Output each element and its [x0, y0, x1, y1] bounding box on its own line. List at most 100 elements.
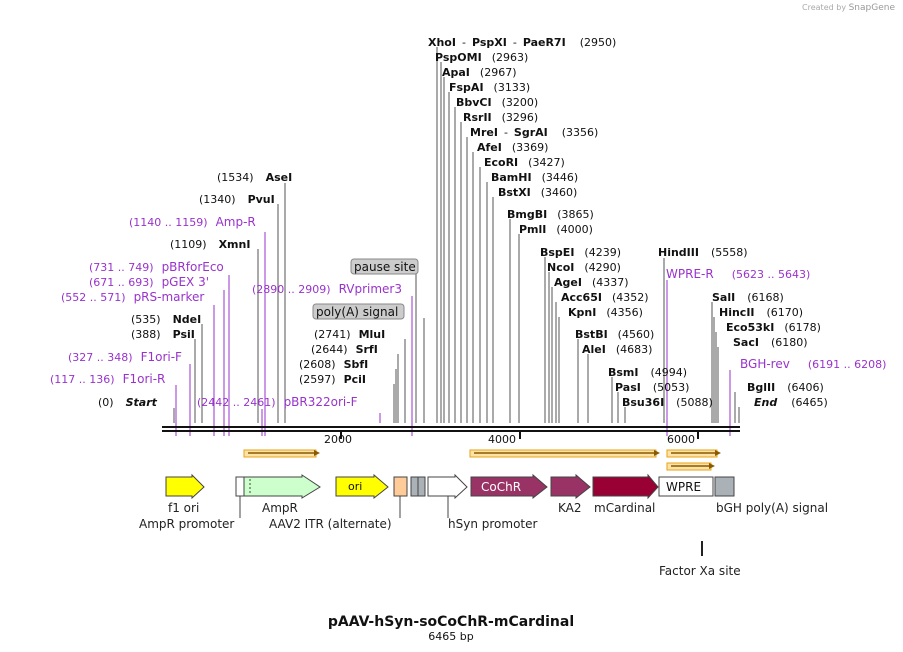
primer-connectors	[175, 232, 731, 436]
feature-ampr-promoter[interactable]	[235, 476, 245, 497]
primer-label[interactable]: (671 .. 693)pGEX 3'	[89, 275, 209, 289]
site-label[interactable]: FspAI(3133)	[449, 81, 530, 94]
plasmid-length: 6465 bp	[428, 630, 473, 643]
site-label[interactable]: Eco53kI(6178)	[726, 321, 821, 334]
feature-ka2[interactable]	[550, 473, 591, 500]
primer-label[interactable]: (2890 .. 2909)RVprimer3	[252, 282, 402, 296]
feature-label: AmpR promoter	[139, 517, 234, 531]
primer-label[interactable]: (1140 .. 1159)Amp-R	[129, 215, 256, 229]
site-label[interactable]: PasI(5053)	[615, 381, 689, 394]
ruler: 2000 4000 6000	[324, 432, 699, 446]
primer-label[interactable]: (2442 .. 2461)pBR322ori-F	[197, 395, 358, 409]
site-label[interactable]: SalI(6168)	[712, 291, 784, 304]
feature-aav2-itr[interactable]	[393, 476, 408, 497]
site-label[interactable]: Acc65I(4352)	[561, 291, 649, 304]
feature-leaders	[239, 496, 449, 518]
primer-label[interactable]: BGH-rev(6191 .. 6208)	[740, 357, 886, 371]
site-label[interactable]: (535)NdeI	[131, 313, 201, 326]
feature-label: AmpR	[262, 501, 298, 515]
backbone	[162, 426, 740, 432]
primer-arrow	[666, 462, 715, 471]
feature-label: f1 ori	[168, 501, 199, 515]
site-label[interactable]: BbvCI(3200)	[456, 96, 538, 109]
site-label[interactable]: AfeI(3369)	[477, 141, 548, 154]
feature-label: KA2	[558, 501, 582, 515]
feature-label-wpre: WPRE	[666, 480, 701, 494]
feature-hsyn-promoter[interactable]	[427, 473, 468, 500]
site-label[interactable]: Bsu36I(5088)	[622, 396, 713, 409]
feature-labels: f1 ori AmpR promoter AmpR AAV2 ITR (alte…	[139, 501, 828, 578]
site-label[interactable]: SacI(6180)	[733, 336, 808, 349]
ruler-tick-label: 6000	[667, 433, 695, 446]
feature-f1-ori[interactable]	[165, 473, 205, 500]
primer-arrow	[469, 449, 660, 458]
ruler-tick-label: 2000	[324, 433, 352, 446]
feature-bgh-polya[interactable]	[714, 476, 735, 497]
features-track: ori CoChR WPRE	[165, 473, 735, 556]
site-label[interactable]: BglII(6406)	[747, 381, 824, 394]
site-label[interactable]: (0)Start	[98, 396, 158, 409]
site-label[interactable]: AleI(4683)	[582, 343, 652, 356]
feature-cochr[interactable]	[470, 473, 548, 500]
primer-label[interactable]: (117 .. 136)F1ori-R	[50, 372, 165, 386]
site-label[interactable]: KpnI(4356)	[568, 306, 643, 319]
site-label[interactable]: (2608)SbfI	[299, 358, 368, 371]
feature-factor-xa-site[interactable]	[701, 541, 703, 556]
primer-label[interactable]: (327 .. 348)F1ori-F	[68, 350, 182, 364]
primer-arrows	[243, 449, 721, 471]
site-label[interactable]: BspEI(4239)	[540, 246, 621, 259]
feature-label: mCardinal	[594, 501, 655, 515]
primer-label[interactable]: WPRE-R(5623 .. 5643)	[666, 267, 810, 281]
primer-label[interactable]: (552 .. 571)pRS-marker	[61, 290, 204, 304]
site-label[interactable]: HindIII(5558)	[658, 246, 748, 259]
site-label[interactable]: XhoI-PspXI-PaeR7I(2950)	[428, 36, 616, 49]
feature-label-cochr: CoChR	[481, 480, 521, 494]
site-label[interactable]: BsmI(4994)	[608, 366, 687, 379]
site-label[interactable]: BmgBI(3865)	[507, 208, 594, 221]
site-label[interactable]: (1340)PvuI	[199, 193, 275, 206]
boxed-labels: pause site poly(A) signal	[312, 258, 419, 320]
created-by-text: Created by	[802, 3, 847, 12]
snapgene-logo-text: SnapGene	[848, 3, 895, 13]
plasmid-title: pAAV-hSyn-soCoChR-mCardinal	[328, 614, 574, 630]
site-label[interactable]: PspOMI(2963)	[435, 51, 528, 64]
site-label[interactable]: ApaI(2967)	[442, 66, 516, 79]
site-label[interactable]: (388)PsiI	[131, 328, 195, 341]
ruler-tick-label: 4000	[488, 433, 516, 446]
site-label[interactable]: MreI-SgrAI(3356)	[470, 126, 598, 139]
site-label[interactable]: RsrII(3296)	[463, 111, 538, 124]
primer-arrow	[666, 449, 721, 458]
restriction-site-labels: XhoI-PspXI-PaeR7I(2950) PspOMI(2963) Apa…	[98, 36, 828, 409]
site-label[interactable]: AgeI(4337)	[554, 276, 629, 289]
site-label[interactable]: BstXI(3460)	[498, 186, 577, 199]
feature-mcardinal[interactable]	[592, 473, 659, 500]
site-label[interactable]: BstBI(4560)	[575, 328, 654, 341]
primer-arrow	[243, 449, 320, 458]
feature-label: hSyn promoter	[448, 517, 537, 531]
site-label[interactable]: (2644)SrfI	[311, 343, 378, 356]
feature-ori[interactable]	[335, 473, 389, 500]
feature-label-ori: ori	[348, 480, 362, 493]
site-label[interactable]: NcoI(4290)	[547, 261, 621, 274]
polya-signal-label: poly(A) signal	[316, 305, 398, 319]
snapgene-credit: Created by SnapGene	[802, 3, 895, 13]
feature-ampr[interactable]	[243, 474, 321, 499]
site-label[interactable]: (1109)XmnI	[170, 238, 250, 251]
site-label[interactable]: (2741)MluI	[314, 328, 385, 341]
site-label[interactable]: EcoRI(3427)	[484, 156, 565, 169]
primer-label[interactable]: (731 .. 749)pBRforEco	[89, 260, 224, 274]
feature-label: AAV2 ITR (alternate)	[269, 517, 392, 531]
site-connectors	[173, 47, 740, 423]
feature-wpre[interactable]	[658, 476, 714, 497]
site-label[interactable]: (2597)PciI	[299, 373, 366, 386]
site-label[interactable]: HincII(6170)	[719, 306, 803, 319]
site-label[interactable]: End(6465)	[754, 396, 828, 409]
feature-label: Factor Xa site	[659, 564, 741, 578]
site-label[interactable]: PmlI(4000)	[519, 223, 593, 236]
primer-labels: (1140 .. 1159)Amp-R (731 .. 749)pBRforEc…	[50, 215, 886, 409]
site-label[interactable]: BamHI(3446)	[491, 171, 578, 184]
site-label[interactable]: (1534)AseI	[217, 171, 292, 184]
feature-label: bGH poly(A) signal	[716, 501, 828, 515]
